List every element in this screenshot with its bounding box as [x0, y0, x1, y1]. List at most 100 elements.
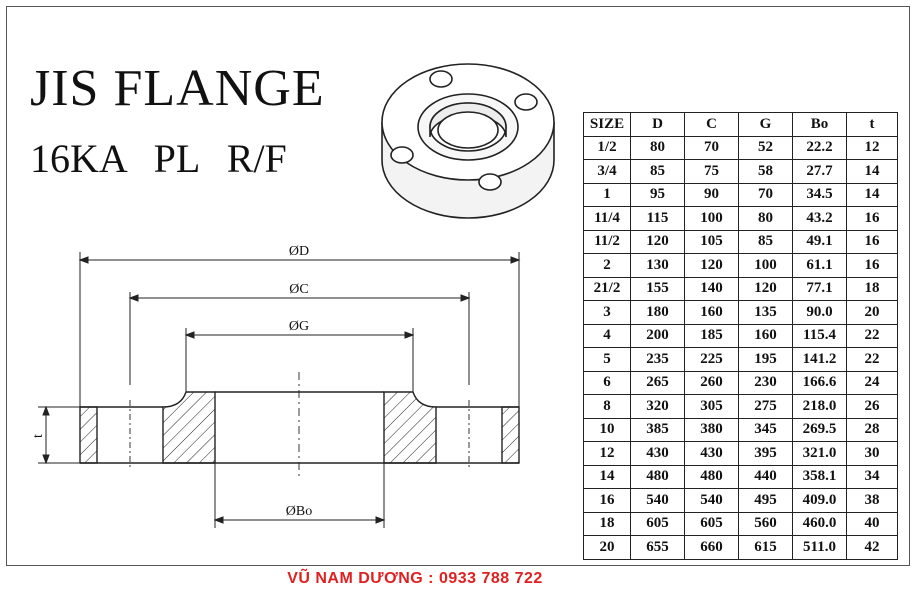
cell-t: 20 [846, 300, 898, 325]
cell-g: 560 [738, 511, 793, 536]
cell-t: 34 [846, 464, 898, 489]
cell-c: 480 [684, 464, 739, 489]
cell-d: 80 [630, 135, 685, 160]
cell-c: 660 [684, 535, 739, 560]
cell-size: 8 [583, 394, 631, 419]
cell-c: 70 [684, 135, 739, 160]
dim-d-label: ØD [289, 244, 309, 259]
dim-c-label: ØC [289, 282, 308, 297]
cell-c: 90 [684, 182, 739, 207]
cell-bo: 269.5 [792, 417, 847, 442]
cell-g: 160 [738, 323, 793, 348]
cell-g: 275 [738, 394, 793, 419]
cell-bo: 90.0 [792, 300, 847, 325]
cell-size: 18 [583, 511, 631, 536]
cell-g: 70 [738, 182, 793, 207]
cell-d: 480 [630, 464, 685, 489]
page-subtitle: 16KA PL R/F [30, 136, 287, 181]
cell-g: 345 [738, 417, 793, 442]
cell-bo: 218.0 [792, 394, 847, 419]
cell-size: 3 [583, 300, 631, 325]
cell-size: 16 [583, 488, 631, 513]
cell-g: 58 [738, 159, 793, 184]
cell-d: 180 [630, 300, 685, 325]
cell-t: 22 [846, 323, 898, 348]
cell-c: 100 [684, 206, 739, 231]
header-c: C [684, 112, 739, 137]
cell-g: 80 [738, 206, 793, 231]
cell-size: 14 [583, 464, 631, 489]
cell-d: 155 [630, 276, 685, 301]
cell-bo: 321.0 [792, 441, 847, 466]
cell-t: 42 [846, 535, 898, 560]
cell-bo: 49.1 [792, 229, 847, 254]
cell-t: 26 [846, 394, 898, 419]
cell-g: 195 [738, 347, 793, 372]
cell-c: 185 [684, 323, 739, 348]
cell-d: 265 [630, 370, 685, 395]
cell-g: 230 [738, 370, 793, 395]
cell-c: 160 [684, 300, 739, 325]
cell-t: 16 [846, 253, 898, 278]
cell-c: 225 [684, 347, 739, 372]
cell-size: 4 [583, 323, 631, 348]
cell-bo: 115.4 [792, 323, 847, 348]
cell-t: 28 [846, 417, 898, 442]
cell-bo: 77.1 [792, 276, 847, 301]
dim-t-label: t [31, 434, 46, 438]
cell-d: 130 [630, 253, 685, 278]
cell-t: 22 [846, 347, 898, 372]
cell-d: 120 [630, 229, 685, 254]
cell-bo: 358.1 [792, 464, 847, 489]
cell-size: 21/2 [583, 276, 631, 301]
cell-size: 10 [583, 417, 631, 442]
cell-t: 24 [846, 370, 898, 395]
table-header-row: SIZE D C G Bo t [583, 112, 898, 137]
cell-bo: 43.2 [792, 206, 847, 231]
cell-t: 14 [846, 159, 898, 184]
cell-bo: 22.2 [792, 135, 847, 160]
header-t: t [846, 112, 898, 137]
cell-d: 605 [630, 511, 685, 536]
cell-bo: 460.0 [792, 511, 847, 536]
cell-c: 430 [684, 441, 739, 466]
cell-size: 3/4 [583, 159, 631, 184]
header-g: G [738, 112, 793, 137]
cell-bo: 141.2 [792, 347, 847, 372]
cell-t: 14 [846, 182, 898, 207]
cell-g: 495 [738, 488, 793, 513]
cell-bo: 166.6 [792, 370, 847, 395]
cell-d: 385 [630, 417, 685, 442]
cell-c: 605 [684, 511, 739, 536]
cell-d: 540 [630, 488, 685, 513]
cell-c: 380 [684, 417, 739, 442]
cell-t: 18 [846, 276, 898, 301]
cell-size: 1/2 [583, 135, 631, 160]
cell-size: 20 [583, 535, 631, 560]
contact-info: VŨ NAM DƯƠNG : 0933 788 722 [287, 570, 543, 587]
cell-g: 100 [738, 253, 793, 278]
dimension-lines [38, 252, 521, 528]
cell-bo: 409.0 [792, 488, 847, 513]
cell-g: 120 [738, 276, 793, 301]
header-bo: Bo [792, 112, 847, 137]
cell-c: 540 [684, 488, 739, 513]
cell-d: 95 [630, 182, 685, 207]
cell-d: 200 [630, 323, 685, 348]
cell-size: 11/2 [583, 229, 631, 254]
cell-c: 120 [684, 253, 739, 278]
